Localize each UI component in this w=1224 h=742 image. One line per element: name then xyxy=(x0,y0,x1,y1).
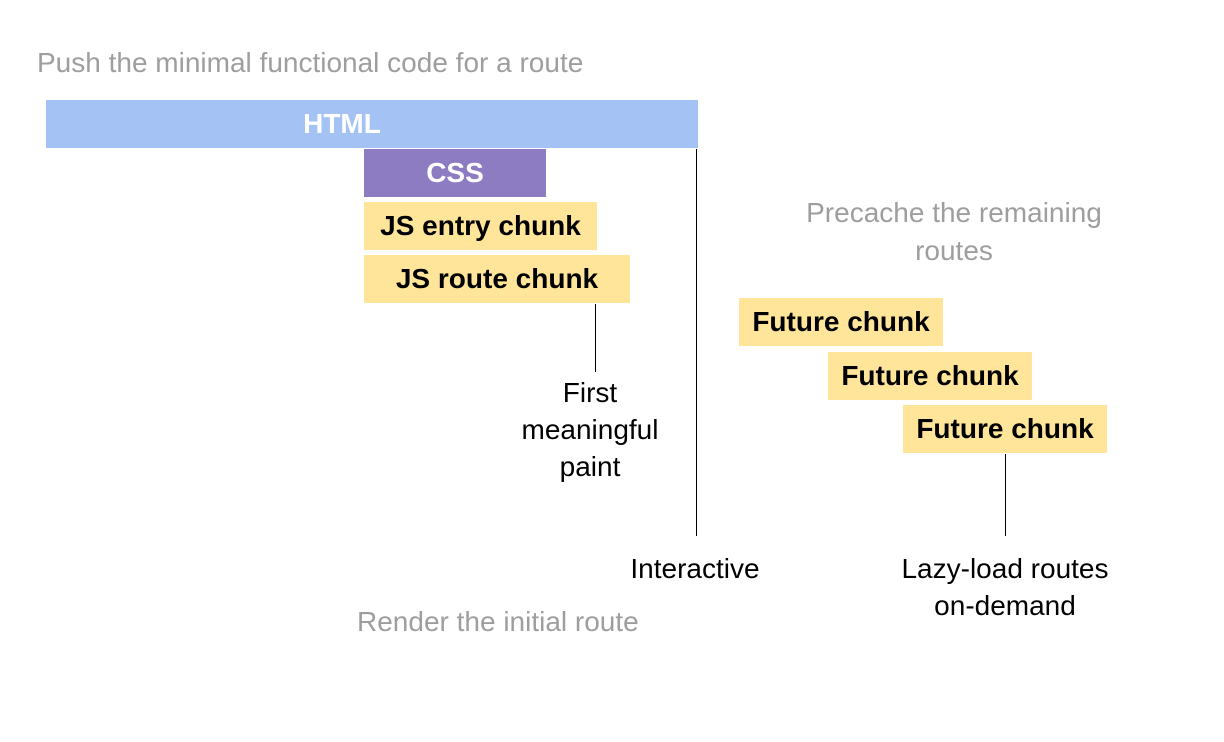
interactive-line xyxy=(696,149,697,536)
html-bar: HTML xyxy=(46,100,698,148)
interactive-label: Interactive xyxy=(630,553,760,584)
js-route-chunk-bar: JS route chunk xyxy=(364,255,630,303)
future-chunk-bar: Future chunk xyxy=(739,298,943,346)
lazy-load-line xyxy=(1005,454,1006,536)
future-chunk-bar: Future chunk xyxy=(828,352,1032,400)
future-chunk-bar: Future chunk xyxy=(903,405,1107,453)
css-bar: CSS xyxy=(364,149,546,197)
js-entry-chunk-bar: JS entry chunk xyxy=(364,202,597,250)
lazy-load-label: Lazy-load routes on-demand xyxy=(901,553,1109,621)
render-heading: Render the initial route xyxy=(357,606,639,637)
precache-heading: Precache the remaining routes xyxy=(806,197,1102,266)
first-meaningful-paint-label: First meaningful paint xyxy=(521,377,659,482)
first-meaningful-paint-line xyxy=(595,304,596,372)
push-heading: Push the minimal functional code for a r… xyxy=(37,47,584,78)
